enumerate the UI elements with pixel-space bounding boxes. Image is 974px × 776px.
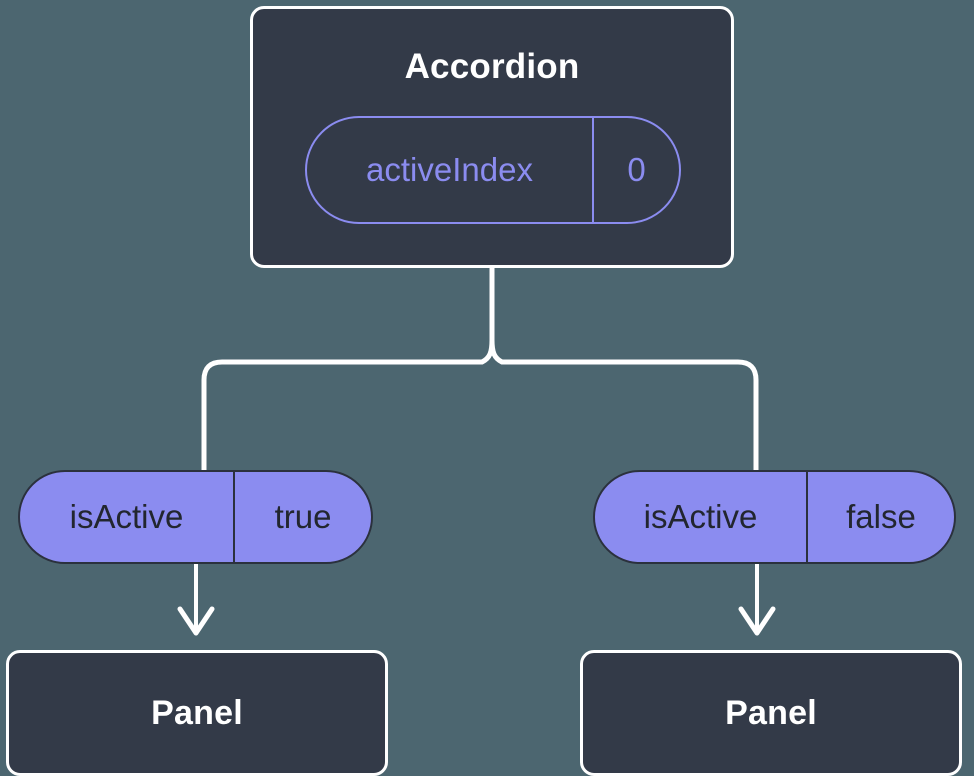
panel-node-left-title: Panel	[151, 694, 243, 732]
prop-pill-right-key: isActive	[595, 472, 808, 562]
panel-node-right-title: Panel	[725, 694, 817, 732]
state-pill-value: 0	[627, 151, 646, 188]
arrow-to-right-panel-head	[738, 606, 776, 636]
state-pill-active-index[interactable]: activeIndex 0	[305, 116, 681, 224]
branch-fork-connector-left	[201, 265, 495, 473]
prop-pill-left-value: true	[274, 498, 332, 535]
prop-pill-is-active-false[interactable]: isActive false	[593, 470, 956, 564]
accordion-node-title: Accordion	[404, 47, 580, 86]
arrow-to-left-panel-head	[177, 606, 215, 636]
prop-pill-right-value: false	[846, 498, 916, 535]
state-pill-key: activeIndex	[307, 118, 594, 222]
panel-component-node-left[interactable]: Panel	[6, 650, 388, 776]
panel-component-node-right[interactable]: Panel	[580, 650, 962, 776]
branch-fork-connector	[489, 265, 759, 473]
prop-pill-is-active-true[interactable]: isActive true	[18, 470, 373, 564]
prop-pill-left-key: isActive	[20, 472, 235, 562]
